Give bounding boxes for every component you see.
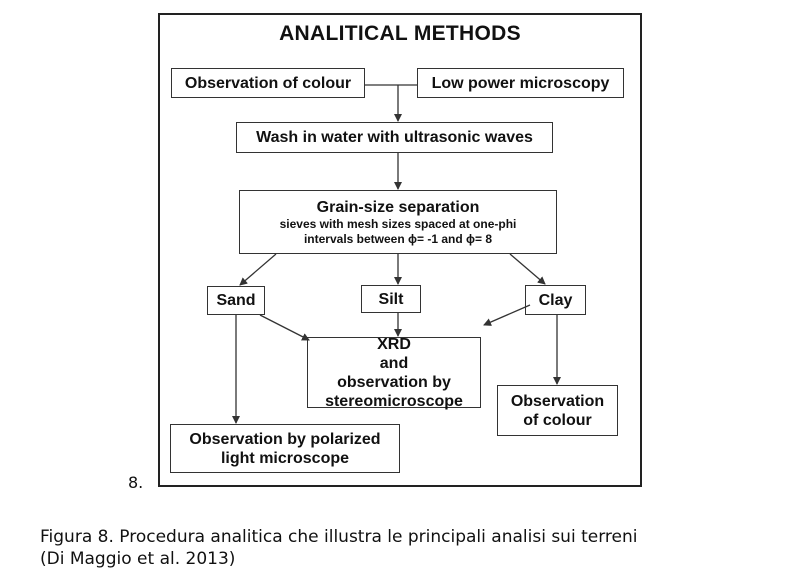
node-sand: Sand xyxy=(207,286,265,315)
node-label: stereomicroscope xyxy=(325,392,463,410)
arrow-sand-to-xrd xyxy=(259,314,310,341)
node-label: XRD xyxy=(377,335,411,353)
arrow-clay-to-xrd xyxy=(483,304,531,326)
diagram-frame xyxy=(158,13,642,487)
node-sublabel: sieves with mesh sizes spaced at one-phi xyxy=(279,216,517,231)
node-observation-of-colour-bottom: Observation of colour xyxy=(497,385,618,436)
node-polarized-light-microscope: Observation by polarized light microscop… xyxy=(170,424,400,473)
node-observation-of-colour-top: Observation of colour xyxy=(171,68,365,98)
node-label: Clay xyxy=(538,291,573,309)
node-label: Observation by polarized xyxy=(189,430,381,448)
caption-line: Figura 8. Procedura analitica che illust… xyxy=(40,527,638,547)
node-clay: Clay xyxy=(525,285,586,315)
node-label: Low power microscopy xyxy=(431,74,610,92)
node-sublabel: intervals between ϕ= -1 and ϕ= 8 xyxy=(303,231,493,246)
arrow-grain-to-clay xyxy=(509,253,546,285)
arrow-grain-to-sand xyxy=(239,253,277,286)
node-silt: Silt xyxy=(361,285,421,313)
node-grain-size-separation: Grain-size separation sieves with mesh s… xyxy=(239,190,557,254)
figure-number: 8. xyxy=(128,473,144,492)
node-label: Observation xyxy=(510,392,605,410)
node-label: Grain-size separation xyxy=(316,198,480,216)
node-label: Sand xyxy=(216,292,256,309)
node-label: of colour xyxy=(523,411,592,429)
node-wash-ultrasonic: Wash in water with ultrasonic waves xyxy=(236,122,553,153)
node-label: and xyxy=(379,354,409,372)
node-xrd-stereomicroscope: XRD and observation by stereomicroscope xyxy=(307,335,481,410)
figure-caption: Figura 8. Procedura analitica che illust… xyxy=(40,526,780,570)
node-label: observation by xyxy=(337,373,451,391)
node-label: Silt xyxy=(378,290,404,308)
diagram-title: ANALITICAL METHODS xyxy=(279,22,521,45)
caption-line: (Di Maggio et al. 2013) xyxy=(40,549,236,569)
node-low-power-microscopy: Low power microscopy xyxy=(417,68,624,98)
node-label: Observation of colour xyxy=(184,74,352,92)
node-label: Wash in water with ultrasonic waves xyxy=(256,129,533,146)
node-label: light microscope xyxy=(220,449,350,467)
